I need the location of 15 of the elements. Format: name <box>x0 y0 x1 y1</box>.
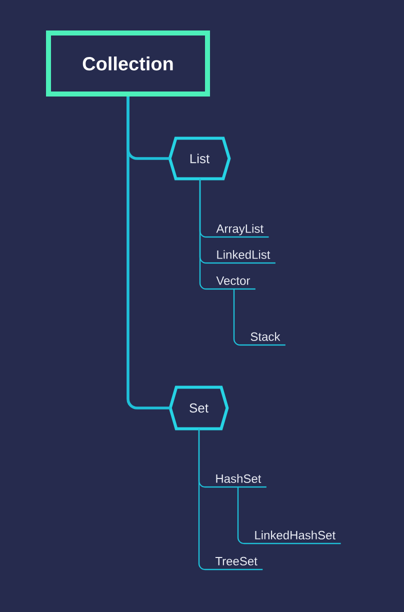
hexagon-node: Set <box>168 386 229 430</box>
underlined-label: ArrayList <box>206 224 269 238</box>
title-box: Collection <box>46 30 210 96</box>
connector-line <box>198 428 206 570</box>
underlined-label: LinkedHashSet <box>244 530 341 544</box>
connector-line <box>233 289 240 346</box>
underlined-label: HashSet <box>205 474 266 488</box>
underlined-label: LinkedList <box>206 250 276 264</box>
underlined-label: Vector <box>206 276 256 290</box>
hexagon-node: List <box>168 136 231 180</box>
connector-line <box>199 178 206 290</box>
underlined-label: TreeSet <box>205 556 263 570</box>
connector-line <box>126 96 170 410</box>
underlined-label: Stack <box>240 332 286 346</box>
connector-line <box>237 487 244 544</box>
